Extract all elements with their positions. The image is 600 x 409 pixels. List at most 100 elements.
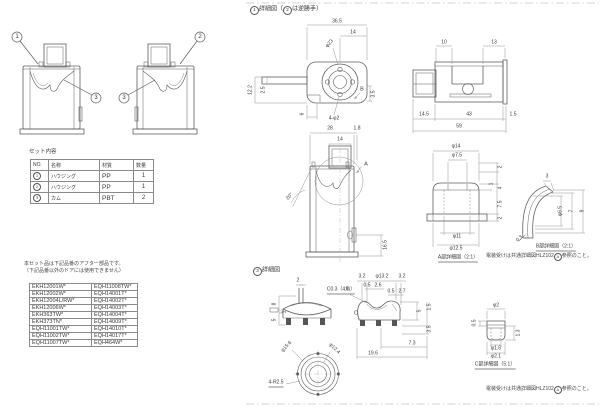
dim-label: φ12.5 <box>449 245 463 252</box>
dim-label: 13 <box>491 39 497 46</box>
front-view-dim-lines <box>290 132 383 257</box>
detail-a-label: A部詳細図（2:1） <box>437 254 479 263</box>
table-row: EQH11002TW*EQH14017T* <box>29 332 138 340</box>
dim-label: 1.3 <box>515 329 522 337</box>
model-cell: EQH464W* <box>91 339 138 347</box>
model-cell: EQH14004T* <box>91 311 138 319</box>
section-arrow-c: C <box>354 310 358 317</box>
table-row: EKH12002W*EQH14001T* <box>29 290 138 298</box>
cell-name: カム <box>48 192 100 204</box>
detail-3-circle-view <box>285 349 342 398</box>
detail-3-title-text: 詳細図 <box>262 267 281 274</box>
dim-label: 10 <box>441 39 447 46</box>
dim-label: 3.5 <box>370 90 377 98</box>
note-text: 参照のこと。 <box>561 253 592 259</box>
dim-label: 1 <box>281 310 288 314</box>
callout-balloons <box>11 31 206 104</box>
detail-b-dim-lines <box>533 180 585 234</box>
dim-label: 28 <box>327 125 333 132</box>
after-note-line1: 本セット品は下記品番のアフター部品です。 <box>24 261 124 267</box>
dim-label: 2 <box>296 277 300 284</box>
cell-qty: 1 <box>133 181 154 193</box>
model-cell: EQH14010T* <box>91 325 138 333</box>
dim-label: 0.5 <box>387 288 395 295</box>
model-cell: EQH14002T* <box>91 297 138 305</box>
cell-name: ハウジング <box>48 170 100 182</box>
dim-label: 2 <box>497 165 504 169</box>
dim-label: 16.5 <box>382 240 389 250</box>
detail-1-view <box>261 61 368 104</box>
dim-label: 2.7 <box>398 288 406 295</box>
dim-label: φ6.5 <box>557 205 564 217</box>
dim-label: φ2 <box>492 302 500 309</box>
model-cell: EQH14001T* <box>91 290 138 298</box>
cell-qty: 1 <box>133 170 154 182</box>
dim-label: φ11 <box>452 233 462 240</box>
circled-a: A <box>553 253 562 261</box>
cell-material: PP <box>99 181 134 193</box>
detail-c-view <box>486 320 506 341</box>
detail-b-label: B部詳細図（2:1） <box>535 243 577 252</box>
side-view <box>412 59 508 105</box>
model-cell: EKH12004L/RW* <box>29 297 92 305</box>
cell-material: PP <box>99 170 134 182</box>
dim-label: 6 <box>299 112 306 116</box>
model-cell: EKH363TW* <box>29 311 92 319</box>
detail-3-left-dim-lines <box>278 284 306 326</box>
section-arrow-b: B <box>360 86 364 93</box>
note-text: 電装受けは共通詳細図HLZ102 <box>486 386 554 392</box>
detail-1-dim-lines <box>254 24 372 119</box>
dim-label: 43 <box>466 111 472 118</box>
dim-label: 7 <box>568 209 575 213</box>
dim-label: 1.5 <box>509 111 517 118</box>
dim-label: φ13.2 <box>375 273 389 280</box>
model-number-table: EKH12001W*EQH11008TW* EKH12002W*EQH14001… <box>29 283 138 347</box>
dim-label: 14 <box>337 136 343 143</box>
model-cell: EQH11007TW* <box>29 339 92 347</box>
detail-3-left-view <box>269 288 332 325</box>
dim-label: 7.5 <box>497 200 504 208</box>
front-view <box>305 145 364 262</box>
dim-label: 4 <box>497 186 504 190</box>
dim-label: 9 <box>579 209 586 213</box>
dim-label: 4-R2.5 <box>268 379 284 388</box>
table-row: 1 ハウジング PP 1 <box>30 170 154 182</box>
circled-number: 2 <box>33 183 41 191</box>
callout-3-left: 3 <box>94 95 98 101</box>
dim-label: 2.6 <box>374 282 382 289</box>
dim-label: 7.3 <box>408 340 416 347</box>
dim-label: 1 <box>488 182 495 186</box>
circled-number: 3 <box>33 194 41 202</box>
detail-3-right-view <box>357 300 401 326</box>
dim-label: 12.2 <box>247 85 254 95</box>
dim-label: 3 <box>545 173 549 180</box>
model-cell: EKH12002W* <box>29 290 92 298</box>
circled-number: 2 <box>283 6 293 15</box>
detail-1-title-sub: は逆勝手） <box>292 6 323 13</box>
model-cell: EKH12006W* <box>29 304 92 312</box>
dim-label: φ2.1 <box>490 353 502 360</box>
model-cell: EQH14003T* <box>91 304 138 312</box>
table-row: EKH373TN*EQH14009T* <box>29 318 138 326</box>
dim-label: 4-φ2 <box>328 115 340 122</box>
note-text: 電装受けは共通詳細図HLZ102 <box>486 253 554 259</box>
cell-no: 1 <box>30 170 49 182</box>
callout-3-right: 3 <box>122 95 126 101</box>
model-cell: EKH12001W* <box>29 283 92 291</box>
set-table-title: セット内容 <box>29 149 57 155</box>
dim-label: φ14 <box>451 143 461 150</box>
detail-a-view <box>426 182 488 222</box>
dim-label: 14.5 <box>419 111 429 118</box>
side-view-dim-lines <box>412 45 507 133</box>
dim-label: 3.2 <box>358 273 366 280</box>
section-arrow-a: A <box>364 161 368 168</box>
dim-label: 5 <box>416 309 423 313</box>
chamfer-note: C0.3（4角） <box>326 286 356 295</box>
callout-1: 1 <box>15 34 19 40</box>
model-cell: EKH373TN* <box>29 318 92 326</box>
detail-a-dim-lines <box>432 150 499 247</box>
circled-number: 3 <box>253 267 262 276</box>
